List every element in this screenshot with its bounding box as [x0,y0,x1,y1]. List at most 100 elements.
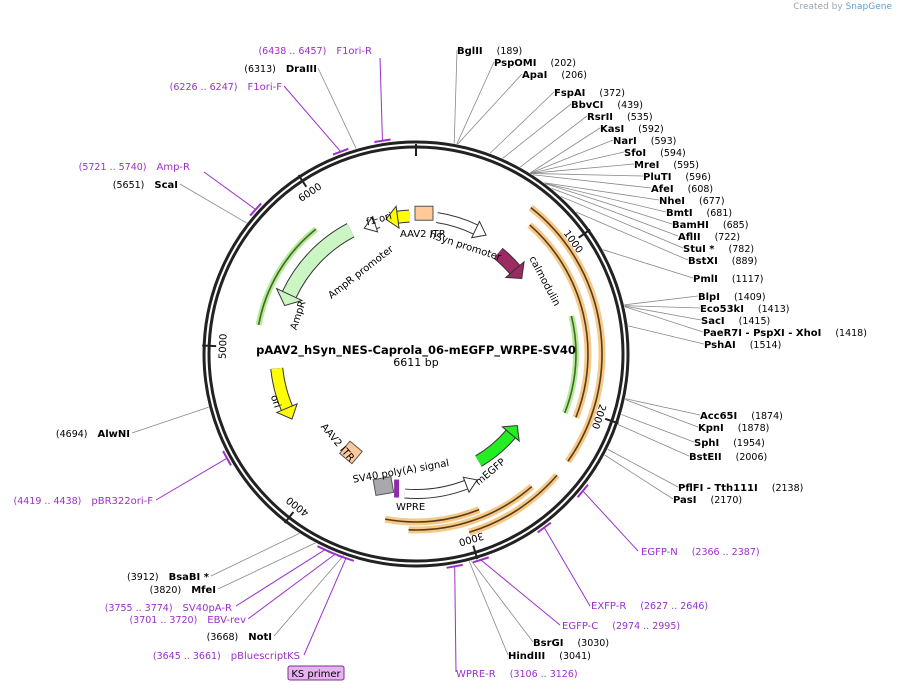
enzyme-kasi[interactable]: KasI(592) [600,124,664,135]
primer-f1ori-f[interactable]: (6226 .. 6247)F1ori-F [170,82,283,93]
feature-aav2-itr-top[interactable] [414,205,434,221]
scale-tick-4000 [283,511,295,524]
enzyme-leader-2 [457,73,523,145]
feature-label-calmodulin: calmodulin [526,254,561,308]
enzyme-apai[interactable]: ApaI(206) [522,70,587,81]
enzyme-acc65i[interactable]: Acc65I(1874) [700,411,783,422]
enzyme-afei[interactable]: AfeI(608) [651,184,713,195]
enzyme-nari[interactable]: NarI(593) [613,136,676,147]
feature-megfp[interactable] [475,430,515,466]
enzyme-leader-22 [624,306,704,333]
primer-egfp-n[interactable]: EGFP-N(2366 .. 2387) [641,547,760,558]
feature-label-ori: ori [268,394,282,410]
enzyme-sphi[interactable]: SphI(1954) [694,438,765,449]
enzyme-bsabi[interactable]: (3912)BsaBI * [127,572,210,583]
primer-exfp-r[interactable]: EXFP-R(2627 .. 2646) [591,601,708,612]
enzyme-leader-17 [575,211,689,261]
primer-f1ori-r[interactable]: (6438 .. 6457)F1ori-R [258,46,372,57]
enzyme-list-other: (6313)DraIII (5651)ScaI (4694)AlwNI (391… [56,64,609,662]
enzyme-mrei[interactable]: MreI(595) [634,160,699,171]
feature-ampr[interactable] [282,223,355,298]
enzyme-blpi[interactable]: BlpI(1409) [698,292,766,303]
enzyme-leader-21 [624,305,702,321]
feature-ampr-promoter-head [363,215,379,233]
enzyme-bamhi[interactable]: BamHI(685) [672,220,748,231]
enzyme-bbvci[interactable]: BbvCI(439) [571,100,643,111]
enzyme-pluti[interactable]: PluTI(596) [643,172,711,183]
enzyme-leader-23 [628,325,705,345]
enzyme-leader-12 [544,182,660,201]
enzyme-leader-lines [131,49,705,673]
orf-bottom-1 [384,508,480,523]
primer-leader-1 [283,85,342,152]
primer-leader-6 [303,558,347,656]
enzyme-bmti[interactable]: BmtI(681) [666,208,732,219]
primer-egfp-c[interactable]: EGFP-C(2974 .. 2995) [562,621,680,632]
enzyme-scai[interactable]: (5651)ScaI [113,180,178,191]
enzyme-pasi[interactable]: PasI(2170) [673,495,742,506]
enzyme-saci[interactable]: SacI(1415) [701,316,770,327]
feature-label-wpre: WPRE [396,502,425,513]
enzyme-alwni[interactable]: (4694)AlwNI [56,429,130,440]
feature-label-aav2-itr-top: AAV2 ITR [400,229,446,240]
enzyme-leader-24 [625,398,701,416]
primer-pbluescriptks[interactable]: (3645 .. 3661)pBluescriptKS [153,651,300,662]
enzyme-leader-14 [545,183,673,225]
primer-ebv-rev[interactable]: (3701 .. 3720)EBV-rev [129,615,246,626]
enzyme-leader-36 [471,560,534,643]
enzyme-leader-26 [621,414,695,443]
feature-ori[interactable] [271,367,293,411]
scale-label-6000: 6000 [297,181,324,204]
feature-sv40-polya[interactable] [372,476,395,497]
enzyme-leader-15 [551,188,679,237]
orf-mid-1-glow [527,222,592,419]
primer-amp-r[interactable]: (5721 .. 5740)Amp-R [79,162,190,173]
feature-aav2-itr-bottom[interactable] [338,440,363,465]
feature-wpre[interactable] [404,480,468,498]
enzyme-leader-4 [502,103,572,159]
feature-hsyn-promoter[interactable] [436,213,478,234]
enzyme-leader-9 [530,163,635,174]
enzyme-pspomi[interactable]: PspOMI(202) [494,58,576,69]
feature-sv40-polya-signal [394,479,400,498]
enzyme-fspai[interactable]: FspAI(372) [554,88,625,99]
feature-label-ampr-promoter: AmpR promoter [326,243,396,301]
enzyme-draiii[interactable]: (6313)DraIII [244,64,317,75]
primer-sv40pa-r[interactable]: (3755 .. 3774)SV40pA-R [105,603,232,614]
feature-wpre-head [462,476,478,494]
enzyme-aflii[interactable]: AflII(722) [678,232,740,243]
primer-leader-3 [155,457,228,501]
primer-leader-0 [379,57,383,141]
enzyme-kpni[interactable]: KpnI(1878) [698,423,769,434]
enzyme-hindiii[interactable]: HindIII(3041) [508,651,591,662]
enzyme-rsrii[interactable]: RsrII(535) [587,112,653,123]
enzyme-pshai[interactable]: PshAI(1514) [704,340,781,351]
enzyme-noti[interactable]: (3668)NotI [207,632,272,643]
enzyme-nhei[interactable]: NheI(677) [659,196,725,207]
enzyme-bstxi[interactable]: BstXI(889) [688,256,757,267]
backbone-outer [202,140,630,568]
enzyme-eco53ki[interactable]: Eco53kI(1413) [700,304,790,315]
enzyme-bsteii[interactable]: BstEII(2006) [689,452,767,463]
enzyme-leader-25 [624,399,699,428]
enzyme-leader-8 [530,151,625,174]
enzyme-pmli[interactable]: PmlI(1117) [693,274,764,285]
feature-calmodulin-head [504,260,525,279]
scale-tick-1000 [578,228,591,239]
enzyme-paer7i-pspxi-xhoi[interactable]: PaeR7I - PspXI - XhoI(1418) [703,328,867,339]
enzyme-stui[interactable]: StuI *(782) [683,244,754,255]
enzyme-leader-1 [456,61,495,145]
enzyme-mfei[interactable]: (3820)MfeI [150,585,216,596]
ks-primer-label: KS primer [291,669,341,680]
credit-prefix: Created by [793,2,843,12]
enzyme-pflfi-tth111i[interactable]: PflFI - Tth111I(2138) [678,483,803,494]
feature-f1-ori[interactable] [396,210,410,223]
feature-hsyn-promoter-head [470,220,487,239]
enzyme-sfoi[interactable]: SfoI(594) [624,148,686,159]
enzyme-bglii[interactable]: BglII(189) [457,46,522,57]
primer-pbr322ori-f[interactable]: (4419 .. 4438)pBR322ori-F [14,496,154,507]
ks-primer-badge[interactable] [287,665,345,681]
scale-tick-3000 [472,545,479,560]
primer-wpre-r[interactable]: WPRE-R(3106 .. 3126) [456,669,578,680]
enzyme-bsrgi[interactable]: BsrGI(3030) [533,638,609,649]
